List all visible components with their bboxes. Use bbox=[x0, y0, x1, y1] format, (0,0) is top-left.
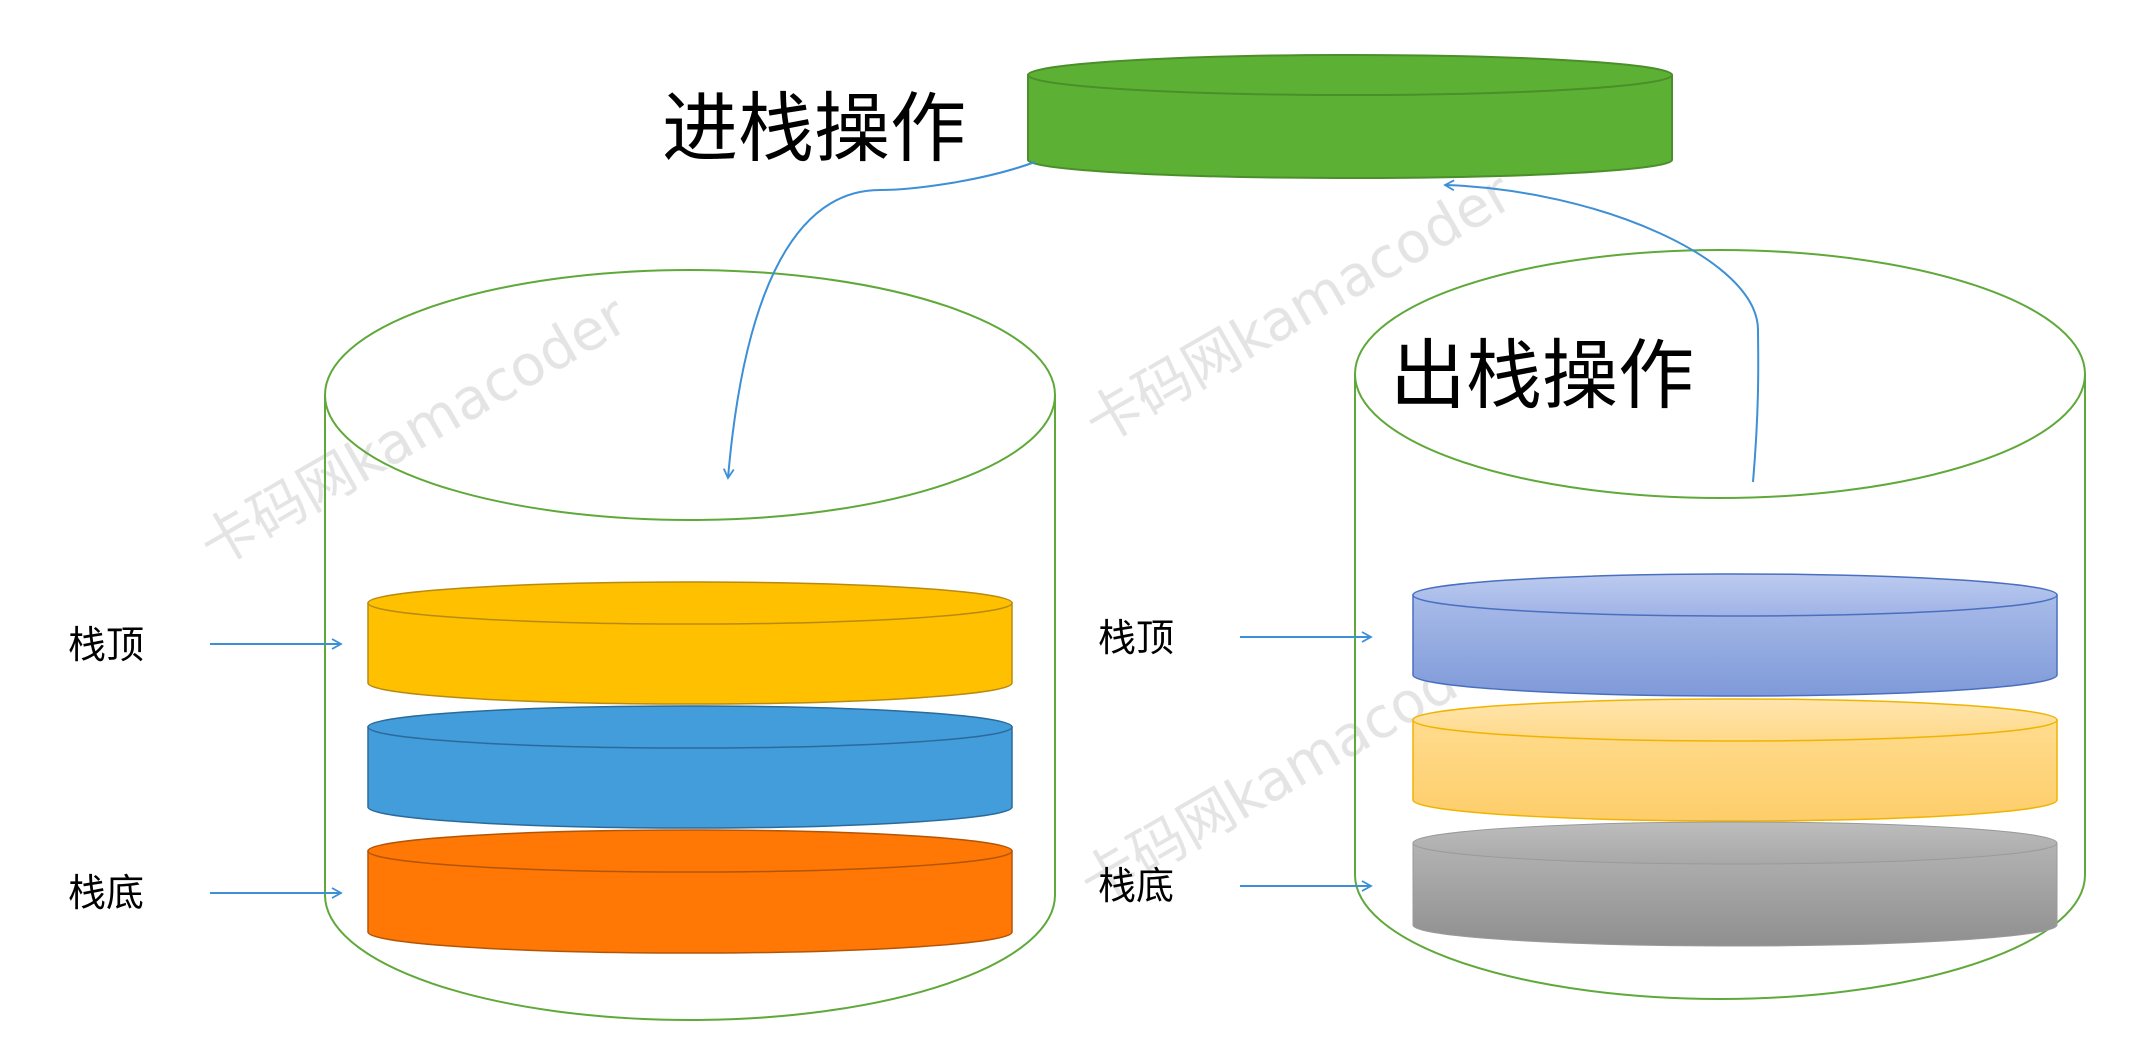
right-disc-middle bbox=[1412, 698, 2058, 822]
push-title: 进栈操作 bbox=[662, 84, 966, 173]
right-top-label: 栈顶 bbox=[1098, 616, 1174, 660]
svg-text:卡码网kamacoder: 卡码网kamacoder bbox=[190, 283, 640, 580]
pop-arrow bbox=[1443, 179, 1760, 483]
push-arrow bbox=[722, 161, 1036, 480]
left-top-label: 栈顶 bbox=[68, 623, 144, 667]
right-stack-container bbox=[1354, 249, 2086, 1000]
right-disc-top bbox=[1412, 573, 2058, 697]
left-disc-top bbox=[367, 581, 1013, 705]
left-stack-container bbox=[324, 269, 1056, 1021]
left-disc-bottom bbox=[367, 829, 1013, 954]
right-disc-bottom bbox=[1412, 821, 2058, 947]
pop-title: 出栈操作 bbox=[1390, 331, 1694, 420]
left-disc-middle bbox=[367, 705, 1013, 829]
right-bottom-label: 栈底 bbox=[1098, 864, 1174, 908]
green-disc bbox=[1027, 54, 1673, 179]
left-bottom-label: 栈底 bbox=[68, 871, 144, 915]
